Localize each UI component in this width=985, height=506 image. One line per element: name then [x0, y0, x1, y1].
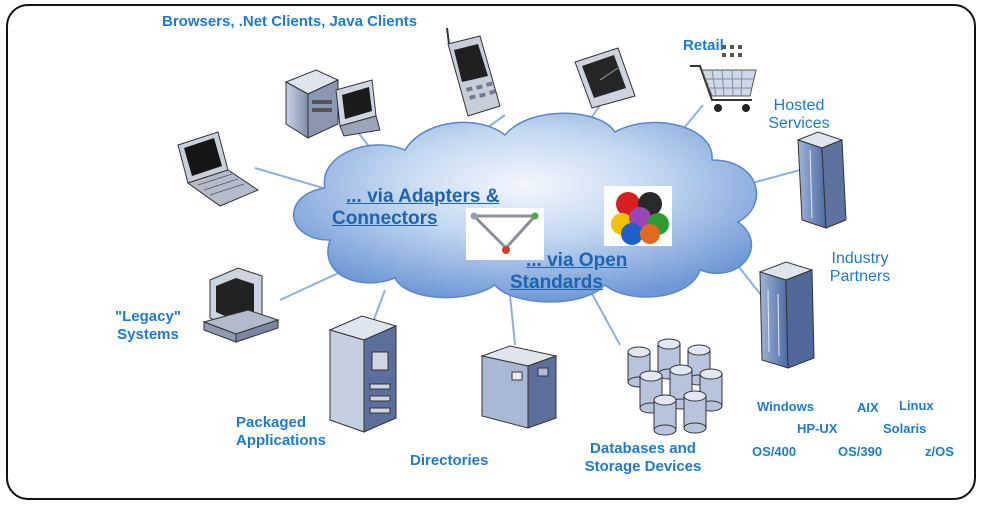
- spoke-laptop: [254, 167, 331, 191]
- platform-os400: OS/400: [752, 444, 797, 459]
- label-directories: Directories: [410, 452, 489, 469]
- label-databases: Databases and Storage Devices: [566, 440, 720, 476]
- laptop-icon: [177, 131, 260, 207]
- link-standards-line1[interactable]: ... via Open: [526, 250, 628, 271]
- label-retail: Retail: [683, 37, 724, 54]
- platform-os390: OS/390: [838, 444, 883, 459]
- label-legacy-line1: "Legacy": [115, 308, 181, 325]
- database-cylinders-icon: [627, 338, 723, 436]
- label-industry-partners: Industry Partners: [812, 250, 908, 286]
- spoke-legacy: [279, 269, 346, 301]
- platform-hp-ux: HP-UX: [797, 421, 838, 436]
- pda-icon: [574, 47, 636, 109]
- label-legacy-line2: Systems: [117, 326, 179, 343]
- rack-server-icon: [758, 261, 815, 369]
- link-adapters-line2[interactable]: Connectors: [332, 208, 438, 229]
- label-hosted-line2: Services: [768, 115, 830, 132]
- platform-windows: Windows: [757, 399, 814, 414]
- integration-cloud: [293, 112, 758, 303]
- directory-server-icon: [480, 345, 558, 429]
- platform-aix: AIX: [857, 400, 879, 415]
- label-databases-line1: Databases and: [590, 440, 696, 457]
- spoke-databases: [589, 289, 621, 346]
- platform-linux: Linux: [899, 398, 934, 413]
- adapter-connector-icon: [466, 208, 544, 260]
- platform-solaris: Solaris: [883, 421, 927, 436]
- label-databases-line2: Storage Devices: [584, 458, 702, 475]
- open-standards-balls-icon: [604, 186, 672, 246]
- label-hosted-services: Hosted Services: [756, 97, 842, 133]
- desktop-computers-icon: [284, 69, 381, 139]
- label-legacy-systems: "Legacy" Systems: [100, 308, 196, 344]
- shopping-cart-icon: [690, 45, 757, 112]
- label-hosted-line1: Hosted: [773, 97, 825, 114]
- legacy-terminal-icon: [202, 267, 280, 343]
- label-industry-line2: Partners: [829, 268, 891, 285]
- link-adapters-line1[interactable]: ... via Adapters &: [346, 186, 500, 207]
- tower-server-icon: [796, 131, 847, 229]
- label-clients: Browsers, .Net Clients, Java Clients: [162, 13, 418, 30]
- link-standards-line2[interactable]: Standards: [510, 272, 603, 293]
- platform-zos: z/OS: [925, 444, 954, 459]
- spoke-directories: [509, 294, 516, 346]
- label-packaged-applications: Packaged Applications: [236, 414, 326, 450]
- cell-phone-icon: [446, 27, 501, 117]
- label-packaged-line1: Packaged: [236, 414, 307, 431]
- label-packaged-line2: Applications: [236, 432, 327, 449]
- packaged-server-icon: [328, 315, 398, 433]
- label-industry-line1: Industry: [831, 250, 889, 267]
